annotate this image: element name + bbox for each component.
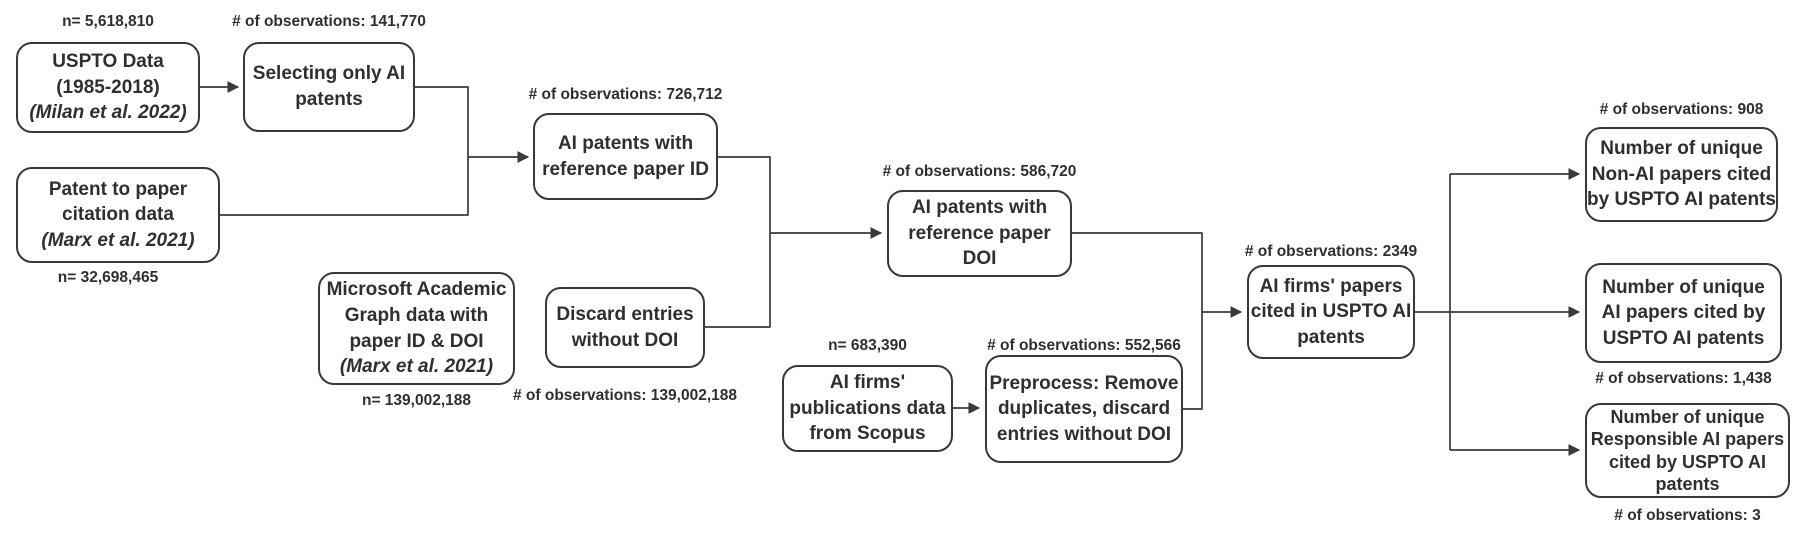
node-ai-firms-papers-cited: AI firms' papers cited in USPTO AI paten… [1247, 265, 1415, 359]
count-label-out-responsible: # of observations: 3 [1614, 507, 1761, 524]
count-label-discard: # of observations: 139,002,188 [512, 387, 737, 404]
node-uspto-data: USPTO Data (1985-2018) (Milan et al. 202… [16, 42, 200, 133]
node-text-line: Non-AI papers cited [1591, 163, 1772, 185]
count-label-scopus: n= 683,390 [828, 337, 907, 354]
node-patent-citation-data: Patent to paper citation data (Marx et a… [16, 167, 220, 263]
node-scopus-publications: AI firms' publications data from Scopus [782, 365, 953, 452]
node-ai-patents-ref-doi: AI patents with reference paper DOI [887, 190, 1072, 277]
node-text-line: Number of unique [1602, 276, 1765, 298]
node-preprocess: Preprocess: Remove duplicates, discard e… [985, 355, 1183, 463]
node-ai-patents-ref-id: AI patents with reference paper ID [533, 113, 718, 200]
node-text-line: publications data [789, 397, 946, 419]
node-text-line: Responsible AI papers [1590, 429, 1785, 450]
node-text-line: duplicates, discard [997, 398, 1171, 420]
node-text-line: AI papers cited by [1601, 302, 1766, 324]
node-text-line: AI patents with [557, 132, 694, 154]
node-mag-data: Microsoft Academic Graph data with paper… [318, 272, 515, 385]
node-text-line: patents [1655, 473, 1720, 494]
node-text-line: by USPTO AI patents [1587, 189, 1776, 211]
node-text-line: reference paper [908, 222, 1051, 244]
node-discard-no-doi: Discard entries without DOI [545, 287, 705, 368]
node-text-line: (1985-2018) [56, 76, 160, 98]
node-text-line: citation data [62, 204, 174, 226]
node-text-line: cited in USPTO AI [1250, 301, 1412, 323]
count-label-ai-patents-doi: # of observations: 586,720 [882, 163, 1077, 180]
node-selecting-ai-patents: Selecting only AI patents [243, 42, 415, 132]
connector-selecting-patent-merge [220, 86, 469, 216]
node-citation-line: (Marx et al. 2021) [41, 229, 195, 251]
node-text-line: patents [295, 89, 363, 110]
connector-id-discard-merge [705, 156, 771, 328]
node-output-responsible-ai-papers: Number of unique Responsible AI papers c… [1585, 403, 1790, 498]
node-text-line: Graph data with [344, 304, 489, 326]
count-label-cited: # of observations: 2349 [1244, 243, 1418, 260]
connector-doi-preprocess-merge [1072, 232, 1203, 410]
node-text-line: patents [1297, 326, 1365, 348]
node-text-line: cited by USPTO AI [1608, 451, 1767, 472]
count-label-mag: n= 139,002,188 [361, 392, 472, 409]
node-text-line: Microsoft Academic [326, 279, 507, 301]
count-label-out-ai: # of observations: 1,438 [1595, 370, 1772, 387]
node-text-line: AI firms' papers [1259, 275, 1403, 297]
node-text-line: USPTO Data [52, 51, 164, 73]
node-text-line: AI firms' [829, 372, 906, 394]
node-output-ai-papers: Number of unique AI papers cited by USPT… [1585, 263, 1782, 363]
node-citation-line: (Milan et al. 2022) [29, 102, 187, 124]
node-output-nonai-papers: Number of unique Non-AI papers cited by … [1585, 127, 1778, 222]
node-text-line: DOI [962, 248, 997, 270]
node-text-line: from Scopus [809, 423, 926, 445]
node-text-line: USPTO AI patents [1602, 327, 1765, 349]
node-text-line: without DOI [571, 329, 679, 351]
count-label-uspto: n= 5,618,810 [62, 13, 154, 30]
connector-cited-branch [1415, 174, 1451, 450]
node-text-line: paper ID & DOI [349, 330, 484, 352]
node-text-line: Preprocess: Remove [989, 372, 1179, 394]
node-text-line: reference paper ID [542, 158, 709, 180]
count-label-selecting: # of observations: 141,770 [232, 13, 426, 30]
node-citation-line: (Marx et al. 2021) [339, 356, 494, 378]
count-label-preprocess: # of observations: 552,566 [987, 337, 1181, 354]
node-text-line: entries without DOI [996, 423, 1172, 445]
node-text-line: Patent to paper [48, 178, 188, 200]
count-label-out-nonai: # of observations: 908 [1599, 101, 1764, 118]
count-label-patent-citation: n= 32,698,465 [57, 269, 159, 286]
node-text-line: Number of unique [1600, 138, 1763, 160]
node-text-line: Discard entries [556, 303, 694, 325]
node-text-line: Number of unique [1610, 406, 1765, 427]
node-text-line: AI patents with [911, 197, 1048, 219]
count-label-ai-patents-id: # of observations: 726,712 [528, 86, 723, 103]
node-text-line: Selecting only AI [252, 63, 406, 85]
